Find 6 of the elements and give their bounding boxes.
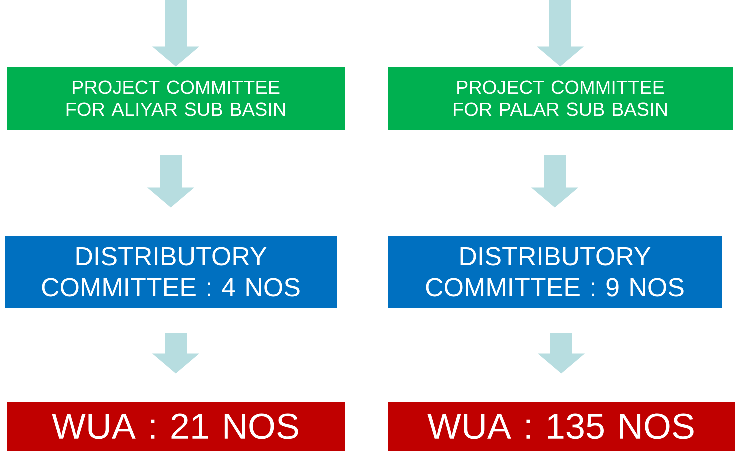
committee-box: PROJECT COMMITTEE FOR PALAR SUB BASIN [388, 67, 733, 130]
committee-box: DISTRIBUTORY COMMITTEE : 9 NOS [388, 236, 722, 308]
association-box: WUA : 135 NOS [388, 402, 735, 451]
committee-box: PROJECT COMMITTEE FOR ALIYAR SUB BASIN [7, 67, 345, 130]
association-box: WUA : 21 NOS [7, 402, 345, 451]
committee-box: DISTRIBUTORY COMMITTEE : 4 NOS [5, 236, 337, 308]
